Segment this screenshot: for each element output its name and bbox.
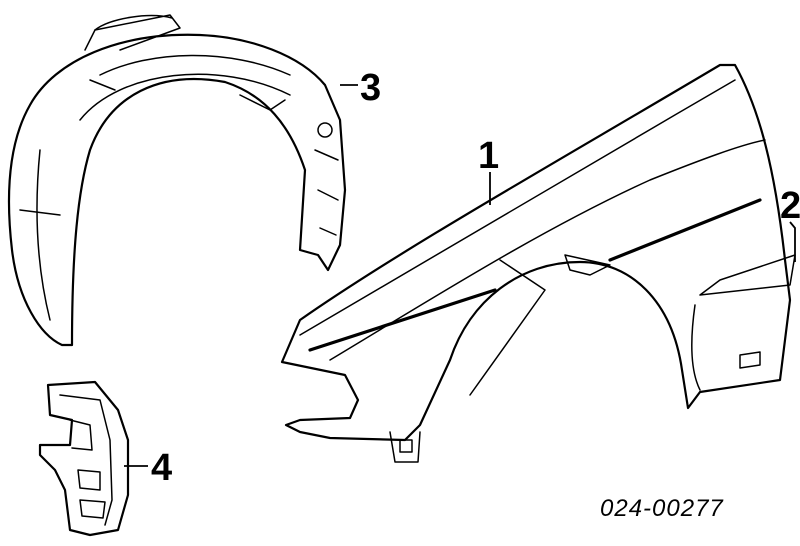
leader-line-2	[789, 221, 796, 262]
front-fender	[280, 63, 796, 463]
splash-shield	[38, 380, 130, 537]
wheel-arch-liner	[7, 14, 347, 347]
callout-3: 3	[360, 67, 381, 109]
callout-1: 1	[478, 135, 499, 177]
leader-lines	[124, 84, 796, 467]
callout-2: 2	[780, 185, 800, 227]
diagram-code: 024-00277	[600, 495, 724, 522]
callout-4: 4	[151, 447, 172, 489]
